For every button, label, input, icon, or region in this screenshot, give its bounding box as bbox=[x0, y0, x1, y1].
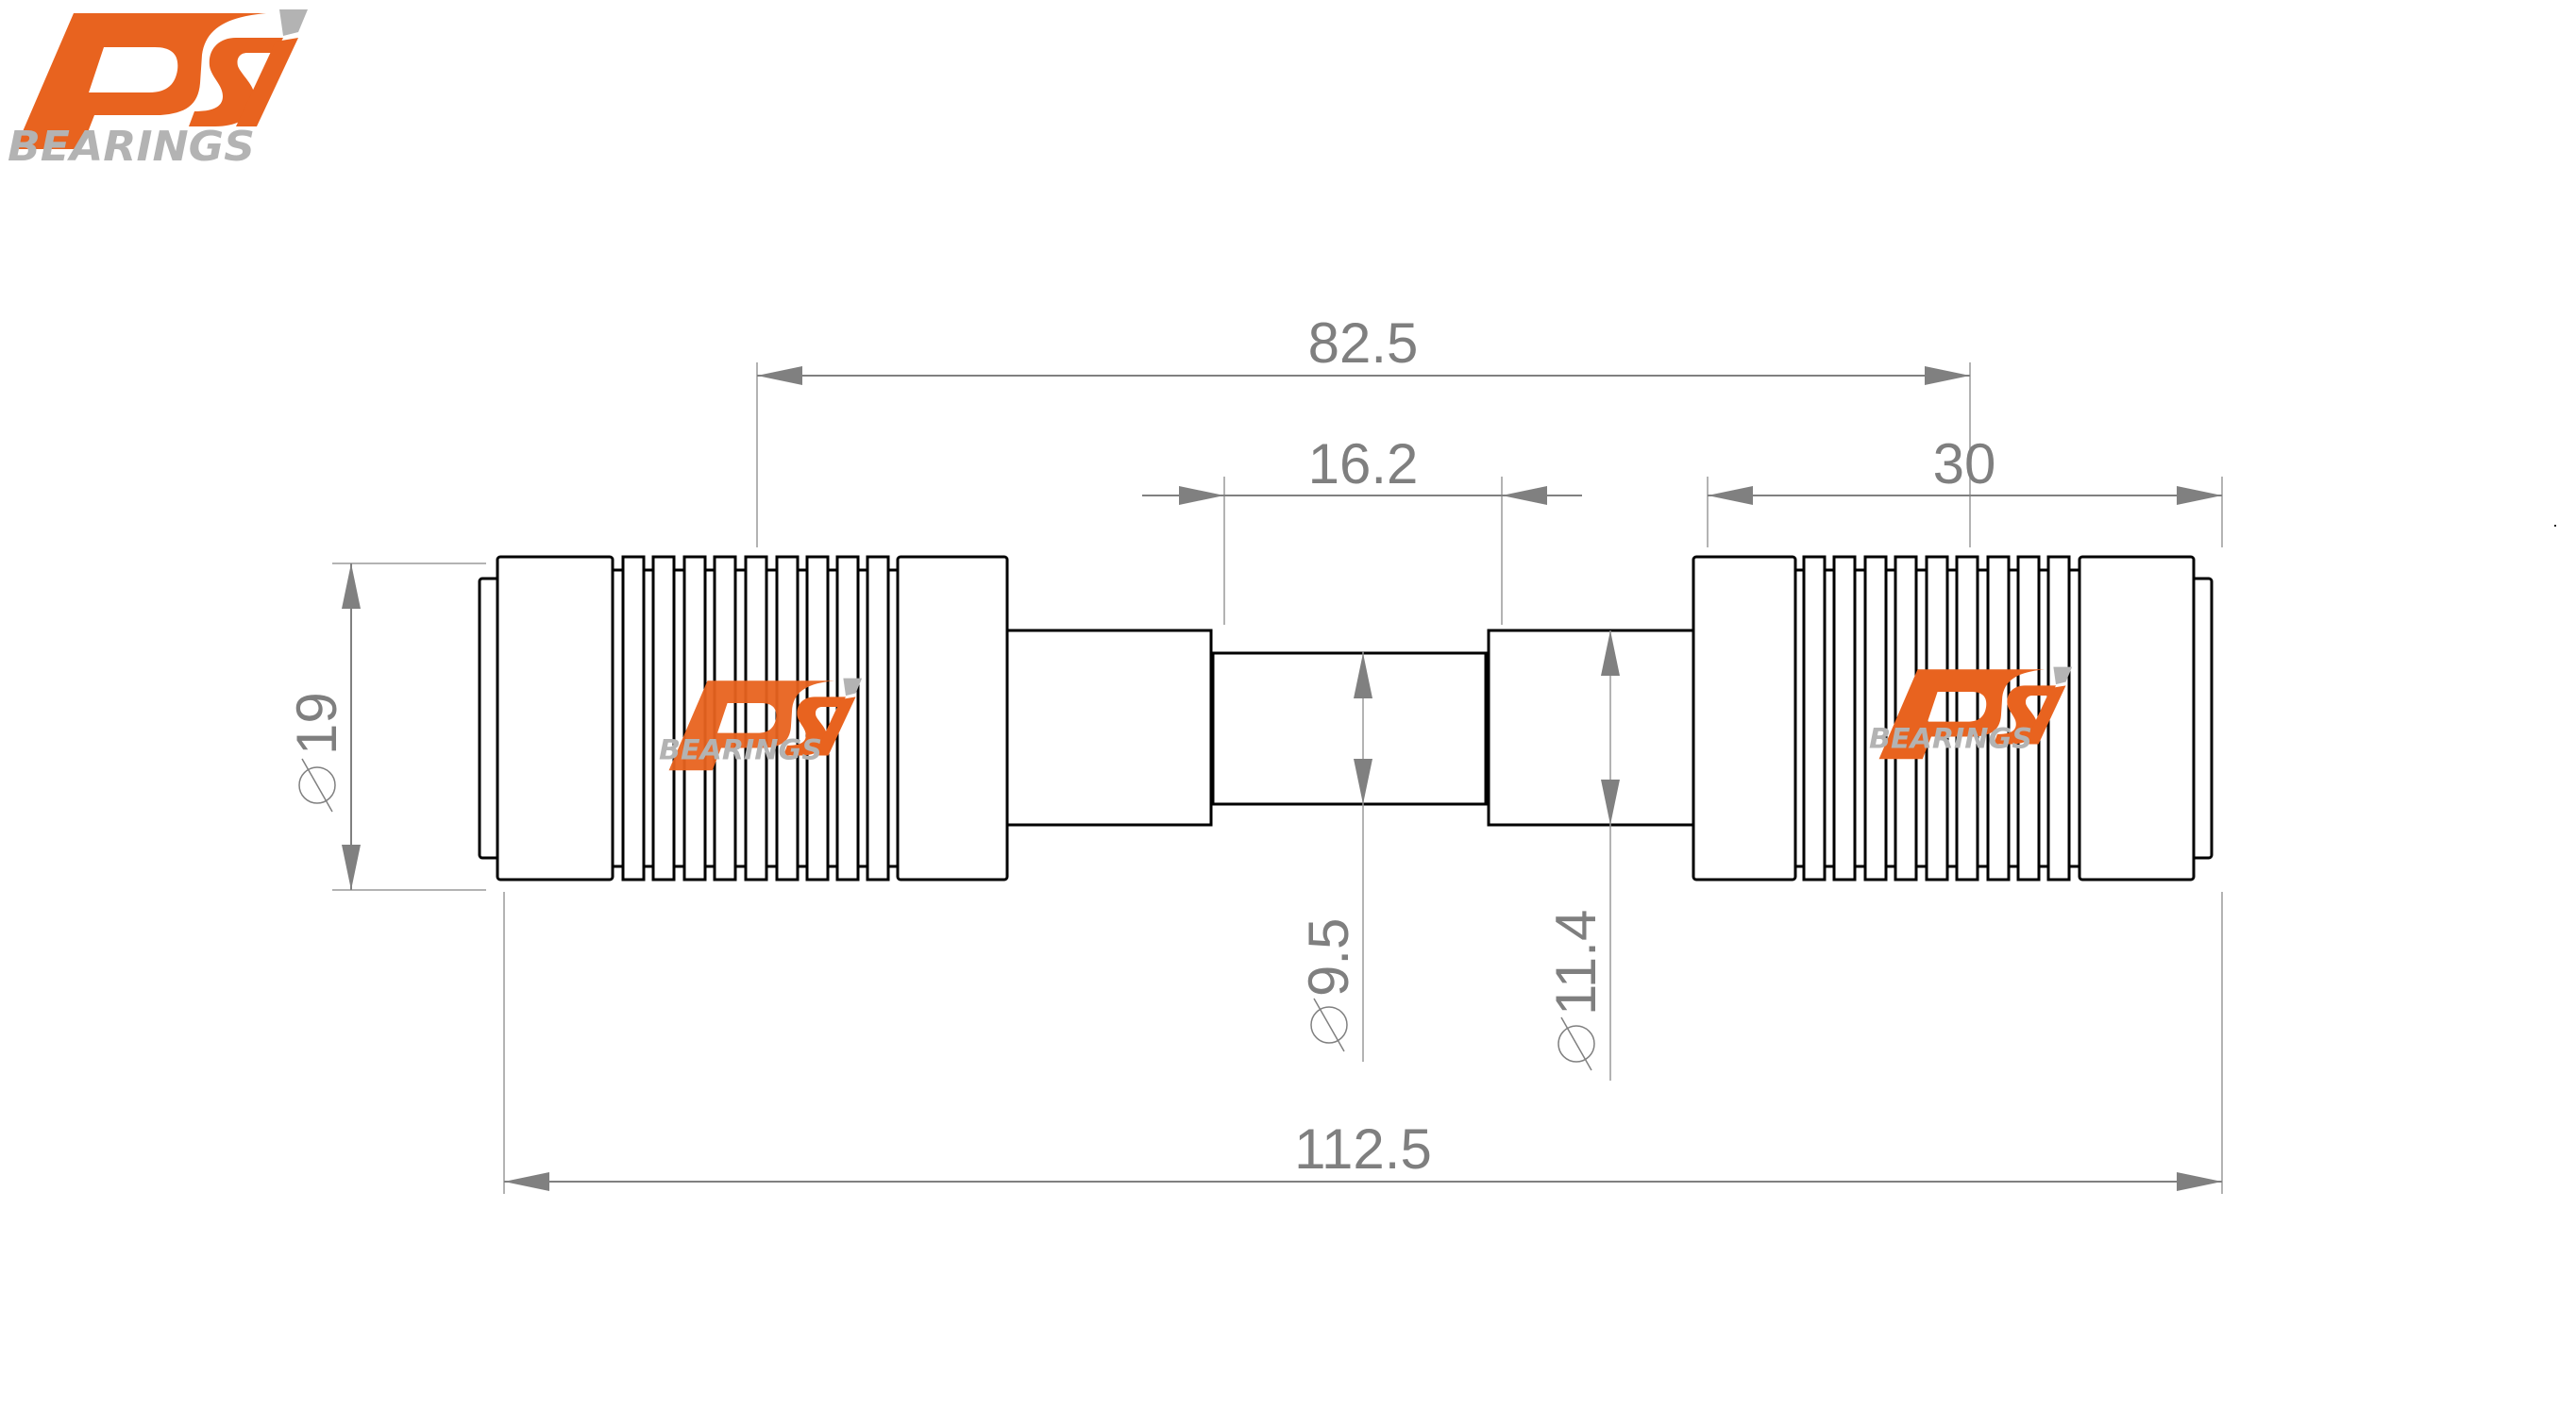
arrow-up-icon bbox=[1601, 630, 1620, 676]
dimension-label-112-5: 112.5 bbox=[1294, 1117, 1432, 1181]
left-roller-end-block bbox=[496, 555, 615, 881]
shaft bbox=[1005, 629, 1695, 827]
arrow-right-icon bbox=[2177, 1172, 2222, 1191]
left-roller bbox=[478, 555, 1009, 881]
diameter-symbol-icon bbox=[1557, 1016, 1595, 1071]
arrow-up-icon bbox=[1354, 653, 1372, 698]
right-roller-inner-block bbox=[1692, 555, 1797, 881]
arrow-left-icon bbox=[1502, 486, 1547, 505]
arrow-left-icon bbox=[757, 366, 802, 385]
logo-p-shape bbox=[15, 13, 266, 149]
dimension-label-30: 30 bbox=[1933, 432, 1996, 495]
arrow-up-icon bbox=[342, 563, 361, 609]
dimension-label-16-2: 16.2 bbox=[1308, 432, 1419, 495]
dimension-112-5: 112.5 bbox=[503, 892, 2223, 1194]
brand-logo: BEARINGS bbox=[8, 9, 308, 171]
logo-i-dot bbox=[279, 9, 308, 36]
shaft-left-section bbox=[1005, 629, 1213, 827]
dimension-label-19: 19 bbox=[285, 692, 348, 755]
shaft-right-section bbox=[1487, 629, 1695, 827]
arrow-left-icon bbox=[1708, 486, 1753, 505]
arrow-down-icon bbox=[342, 845, 361, 890]
shaft-neck bbox=[1211, 651, 1488, 806]
dimension-30: 30 bbox=[1707, 432, 2223, 547]
left-roller-watermark: BEARINGS bbox=[659, 678, 863, 771]
diameter-symbol-icon bbox=[1310, 998, 1348, 1052]
right-roller-end-block bbox=[2078, 555, 2196, 881]
arrow-right-icon bbox=[1179, 486, 1224, 505]
left-roller-fins bbox=[621, 555, 890, 881]
dimension-82-5: 82.5 bbox=[756, 311, 1971, 547]
artifact-dot bbox=[2554, 525, 2556, 527]
arrow-down-icon bbox=[1354, 759, 1372, 804]
right-roller bbox=[1692, 555, 2214, 881]
logo-i-stem bbox=[236, 38, 298, 126]
dimension-dia-9-5: 9.5 bbox=[1297, 651, 1372, 1062]
dimension-dia-11-4: 11.4 bbox=[1544, 630, 1620, 1081]
diameter-symbol-icon bbox=[298, 758, 336, 813]
dimension-label-11-4: 11.4 bbox=[1544, 910, 1608, 1016]
dimension-label-82-5: 82.5 bbox=[1308, 311, 1419, 375]
logo-s-shape bbox=[189, 38, 283, 126]
arrow-down-icon bbox=[1601, 780, 1620, 825]
arrow-left-icon bbox=[504, 1172, 549, 1191]
svg-text:BEARINGS: BEARINGS bbox=[1869, 722, 2032, 754]
right-roller-watermark: BEARINGS bbox=[1869, 666, 2073, 760]
arrow-right-icon bbox=[2177, 486, 2222, 505]
arrow-right-icon bbox=[1925, 366, 1970, 385]
dimension-label-9-5: 9.5 bbox=[1297, 918, 1360, 997]
logo-subtitle: BEARINGS bbox=[8, 123, 255, 171]
dimension-dia-19: 19 bbox=[285, 562, 486, 891]
svg-text:BEARINGS: BEARINGS bbox=[659, 733, 822, 765]
dimension-16-2: 16.2 bbox=[1142, 432, 1582, 625]
left-roller-inner-block bbox=[896, 555, 1009, 881]
